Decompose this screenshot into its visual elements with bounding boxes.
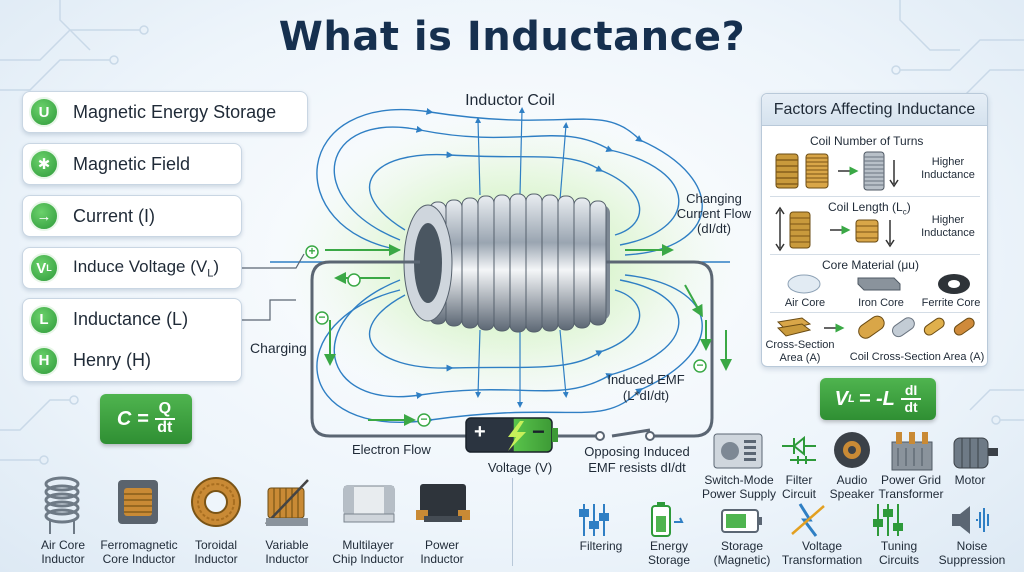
core-material-icons <box>787 274 970 294</box>
card-current: → Current (I) <box>22 195 242 237</box>
device-label-motor: Motor <box>954 473 986 487</box>
minus-sign-bottom: − <box>420 412 428 426</box>
motor-icon <box>953 437 998 469</box>
opposing-emf-label: Opposing Induced EMF resists dI/dt <box>584 444 690 475</box>
core-ferrite-label: Ferrite Core <box>921 297 981 309</box>
magnet-icon: U <box>29 97 59 127</box>
inductor-types-icons <box>44 476 470 534</box>
multilayer-chip-inductor-icon <box>343 485 395 523</box>
changing-current-label: Changing Current Flow (dI/dt) <box>676 191 752 236</box>
voltage-label: Voltage (V) <box>487 460 553 475</box>
henry-icon: H <box>29 345 59 376</box>
inductance-icon: L <box>29 304 59 335</box>
filtering-icon <box>579 504 609 536</box>
cross-section-right-label: Coil Cross-Section Area (A) <box>849 351 985 363</box>
factor-turns-label: Coil Number of Turns <box>810 134 924 148</box>
factors-panel-title: Factors Affecting Inductance <box>762 94 987 126</box>
charging-label: Charging <box>250 340 307 356</box>
inductor-coil-label: Inductor Coil <box>465 92 555 109</box>
app-label-filtering: Filtering <box>579 539 623 553</box>
plus-sign: + <box>308 244 316 258</box>
application-icons <box>579 502 989 537</box>
toroidal-inductor-icon <box>191 477 241 527</box>
card-magnetic-field: ✱ Magnetic Field <box>22 143 242 185</box>
voltage-transformation-icon <box>791 503 825 537</box>
energy-storage-icon <box>651 502 684 537</box>
tuning-circuits-icon <box>873 504 903 536</box>
arrow-right-icon: → <box>29 201 59 231</box>
field-icon: ✱ <box>29 149 59 179</box>
factor-material-label: Core Material (μu) <box>822 258 919 272</box>
audio-speaker-icon <box>834 432 870 468</box>
induced-emf-label: Induced EMF (L*dI/dt) <box>607 372 685 403</box>
cross-section-icons <box>776 315 975 339</box>
variable-inductor-icon <box>265 479 309 526</box>
minus-sign-left: − <box>318 310 326 324</box>
card-magnetic-energy-storage: U Magnetic Energy Storage <box>22 91 308 133</box>
filter-circuit-icon <box>782 435 816 464</box>
switch-mode-power-supply-icon <box>713 433 763 469</box>
air-core-inductor-icon <box>44 476 80 534</box>
battery-plus: + <box>474 421 486 443</box>
electron-flow-label: Electron Flow <box>352 442 431 457</box>
ferromagnetic-inductor-icon <box>118 480 158 524</box>
battery-drawing <box>465 417 558 453</box>
coil-turns-icons <box>775 151 899 191</box>
power-grid-transformer-icon <box>891 432 933 471</box>
battery-minus: − <box>532 419 545 444</box>
card-inductance-henry: L Inductance (L) H Henry (H) <box>22 298 242 382</box>
coil-length-icons <box>775 206 895 252</box>
factor-turns-result: Higher Inductance <box>921 156 975 181</box>
factor-length-result: Higher Inductance <box>921 214 975 239</box>
coil-drawing <box>403 193 610 333</box>
power-inductor-icon <box>416 484 470 522</box>
minus-sign-right: − <box>696 358 704 372</box>
app-label-magnetic-storage: Storage(Magnetic) <box>713 539 771 567</box>
bottom-divider <box>512 478 513 566</box>
core-iron-label: Iron Core <box>858 297 904 309</box>
device-icons <box>713 432 998 471</box>
magnetic-storage-icon <box>721 509 762 533</box>
core-air-label: Air Core <box>784 297 826 309</box>
factor-length-label: Coil Length (Lc) <box>828 200 911 217</box>
cross-section-left-label: Cross-Section Area (A) <box>765 339 835 364</box>
noise-suppression-icon <box>952 506 989 534</box>
page-title: What is Inductance? <box>278 14 746 60</box>
factors-panel: Factors Affecting Inductance Coil Number… <box>761 93 988 367</box>
